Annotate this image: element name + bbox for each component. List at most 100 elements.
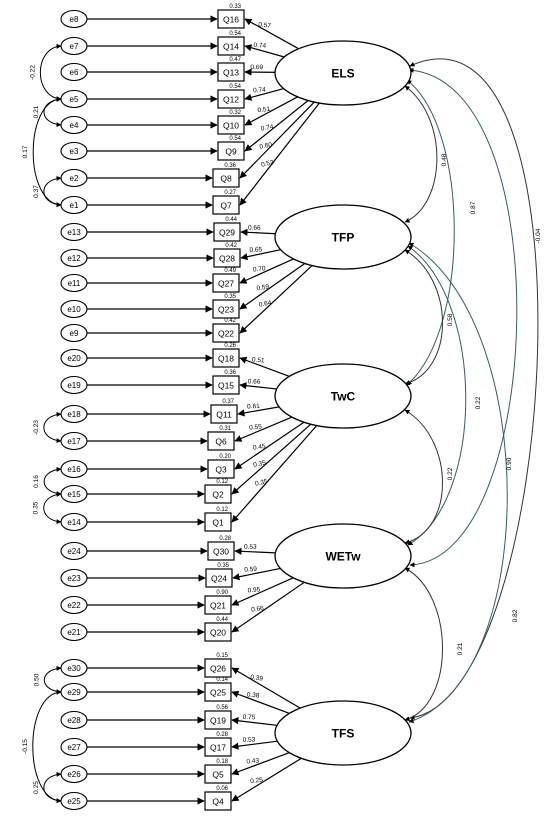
error-term-e23: e23 — [61, 570, 87, 587]
loading-value-Q2: 0.35 — [253, 460, 267, 469]
indicator-Q9: Q90.54 — [218, 136, 244, 160]
error-covariance-e26-e25 — [44, 774, 61, 801]
loading-path-Q1 — [232, 423, 319, 522]
error-label: e28 — [67, 716, 81, 725]
error-covariance-value-e5-e1: 0.17 — [22, 145, 29, 158]
loading-path-Q27 — [240, 257, 297, 283]
error-term-e4: e4 — [61, 117, 87, 134]
indicator-Q3: Q30.20 — [208, 454, 234, 478]
error-term-e12: e12 — [61, 250, 87, 267]
error-covariance-value-e30-e29: 0.50 — [33, 673, 40, 686]
loading-path-Q5 — [232, 751, 294, 774]
error-label: e10 — [67, 305, 81, 314]
error-label: e16 — [67, 465, 81, 474]
error-label: e1 — [70, 201, 79, 210]
loading-value-Q26: 0.39 — [250, 674, 264, 683]
error-term-e14: e14 — [61, 514, 87, 531]
r-squared-value: 0.42 — [225, 243, 237, 249]
error-term-e28: e28 — [61, 712, 87, 729]
loading-path-Q22 — [240, 263, 315, 333]
r-squared-value: 0.06 — [216, 786, 228, 792]
error-term-e27: e27 — [61, 739, 87, 756]
indicator-label: Q25 — [210, 688, 226, 698]
indicator-Q25: Q25 0.14 — [205, 677, 231, 701]
loading-value-Q21: 0.95 — [247, 586, 261, 594]
error-label: e18 — [67, 410, 81, 419]
error-term-e11: e11 — [61, 275, 87, 292]
error-term-e6: e6 — [61, 64, 87, 81]
r-squared-value: 0.47 — [229, 57, 241, 63]
indicator-label: Q9 — [225, 147, 237, 157]
indicator-label: Q20 — [210, 628, 226, 638]
r-squared-value: 0.36 — [224, 163, 236, 169]
error-covariance-value-e18-e17: -0.23 — [33, 420, 40, 435]
r-squared-value: 0.35 — [224, 294, 236, 300]
latent-correlation-TFP-TwC — [405, 250, 443, 384]
latent-TFS: TFS — [275, 701, 411, 765]
loading-value-Q11: 0.61 — [247, 403, 260, 411]
error-term-e25: e25 — [61, 793, 87, 810]
error-label: e4 — [70, 121, 79, 130]
r-squared-value: 0.33 — [229, 4, 241, 10]
loading-value-Q24: 0.59 — [244, 566, 257, 574]
loading-value-Q12: 0.74 — [253, 87, 266, 95]
loading-value-Q9: 0.74 — [260, 124, 274, 133]
loading-path-Q6 — [235, 415, 296, 441]
error-label: e17 — [67, 437, 81, 446]
indicator-label: Q22 — [218, 329, 234, 339]
error-label: e26 — [67, 770, 81, 779]
indicator-Q7: Q70.27 — [213, 190, 239, 214]
indicator-Q15: Q15 0.36 — [213, 370, 239, 394]
indicator-label: Q7 — [220, 201, 232, 211]
r-squared-value: 0.12 — [216, 507, 228, 513]
r-squared-value: 0.20 — [219, 454, 231, 460]
indicator-label: Q14 — [223, 42, 239, 52]
error-label: e30 — [67, 664, 81, 673]
loading-path-Q10 — [245, 95, 301, 125]
indicator-Q16: Q16 0.33 — [218, 4, 244, 28]
latent-correlation-value-TwC-WETw: 0.22 — [447, 467, 454, 480]
latent-correlation-TwC-WETw — [405, 410, 443, 543]
indicator-label: Q8 — [220, 174, 232, 184]
error-label: e2 — [70, 174, 79, 183]
loading-path-Q9 — [245, 98, 311, 151]
latent-TFP: TFP — [275, 205, 411, 269]
indicator-label: Q16 — [223, 15, 239, 25]
indicator-label: Q24 — [211, 574, 227, 584]
indicator-label: Q6 — [215, 437, 227, 447]
loading-value-Q28: 0.65 — [249, 246, 262, 254]
error-covariance-value-e5-e4: 0.21 — [33, 105, 40, 118]
error-term-e9: e9 — [61, 325, 87, 342]
r-squared-value: 0.14 — [216, 677, 228, 683]
loading-path-Q3 — [235, 420, 307, 469]
error-label: e5 — [70, 95, 79, 104]
error-term-e8: e8 — [61, 11, 87, 28]
latent-label: ELS — [331, 67, 354, 81]
r-squared-value: 0.28 — [219, 536, 231, 542]
indicator-label: Q10 — [223, 121, 239, 131]
r-squared-value: 0.54 — [229, 84, 241, 90]
error-label: e29 — [67, 688, 81, 697]
indicator-Q5: Q50.18 — [205, 759, 231, 783]
indicator-label: Q17 — [210, 743, 226, 753]
indicator-label: Q11 — [216, 410, 232, 420]
latent-correlation-value-WETw-TFS: 0.21 — [457, 642, 464, 655]
error-term-e19: e19 — [61, 377, 87, 394]
indicator-label: Q15 — [218, 381, 234, 391]
r-squared-value: 0.36 — [224, 370, 236, 376]
loading-value-Q20: 0.66 — [251, 605, 265, 614]
r-squared-value: 0.37 — [222, 399, 234, 405]
error-covariance-value-e16-e15: 0.16 — [33, 475, 40, 488]
loading-value-Q27: 0.70 — [253, 265, 267, 273]
indicator-Q1: Q10.12 — [205, 507, 231, 531]
error-covariance-e30-e29 — [44, 668, 61, 692]
loading-value-Q3: 0.45 — [253, 443, 267, 452]
loading-value-Q5: 0.43 — [246, 757, 260, 765]
